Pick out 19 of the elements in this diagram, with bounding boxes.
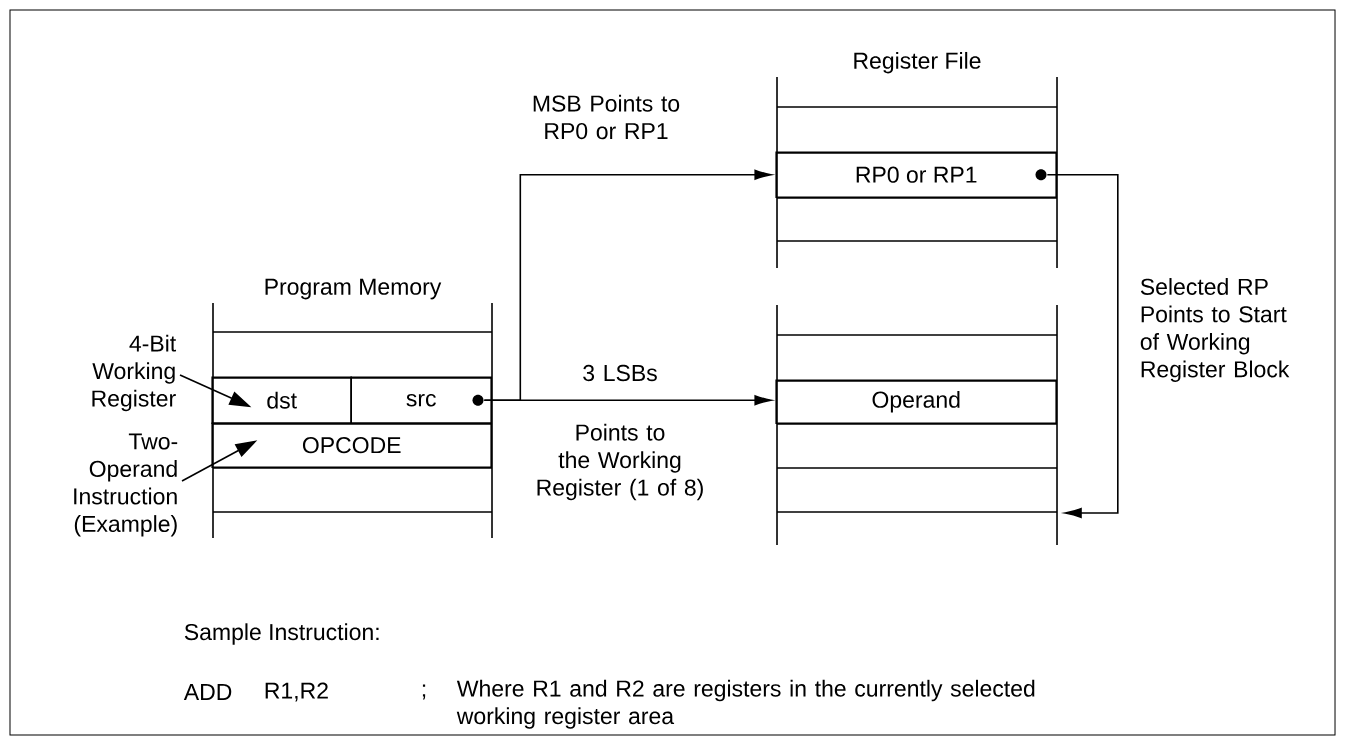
arrow <box>1046 173 1119 519</box>
code-text: R1,R2 <box>265 682 328 702</box>
table-cell: OPCODE <box>211 422 492 468</box>
code-text: ; <box>422 684 426 700</box>
table-cell: dst <box>211 376 352 424</box>
code-text: ADD <box>183 684 232 700</box>
comment-text: Where R1 and R2 are registers in the currently selected working register area <box>456 679 1035 729</box>
edge-label: MSB Points to RP0 or RP1 <box>533 94 680 140</box>
callout-text: Two-Operand Instruction (Example) <box>74 433 178 537</box>
register-block <box>776 304 1058 546</box>
callout-text: 4-Bit Working Register <box>92 334 177 412</box>
edge-label: 3 LSBs <box>583 364 657 382</box>
table-cell: RP0 or RP1 <box>775 151 1057 198</box>
heading-text: Sample Instruction: <box>184 623 379 645</box>
note-text: Points to the Working Register (1 of 8) <box>537 423 703 501</box>
table-cell: src <box>350 376 492 424</box>
table-cell: Operand <box>775 379 1057 424</box>
arrow <box>483 395 772 406</box>
edge-label: Selected RP Points to Start of Working Register Block <box>1140 278 1290 382</box>
